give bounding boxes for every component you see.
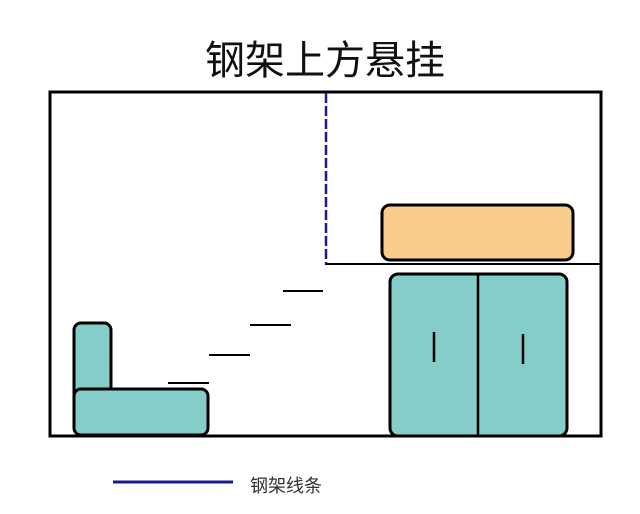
hanging-cabinet xyxy=(380,203,575,262)
stairs xyxy=(168,290,323,384)
wardrobe xyxy=(388,272,569,438)
legend-label: 钢架线条 xyxy=(250,476,322,497)
legend: 钢架线条 xyxy=(113,476,322,497)
sofa xyxy=(72,321,210,437)
sofa-seat xyxy=(72,387,210,437)
diagram-title: 钢架上方悬挂 xyxy=(205,38,445,84)
